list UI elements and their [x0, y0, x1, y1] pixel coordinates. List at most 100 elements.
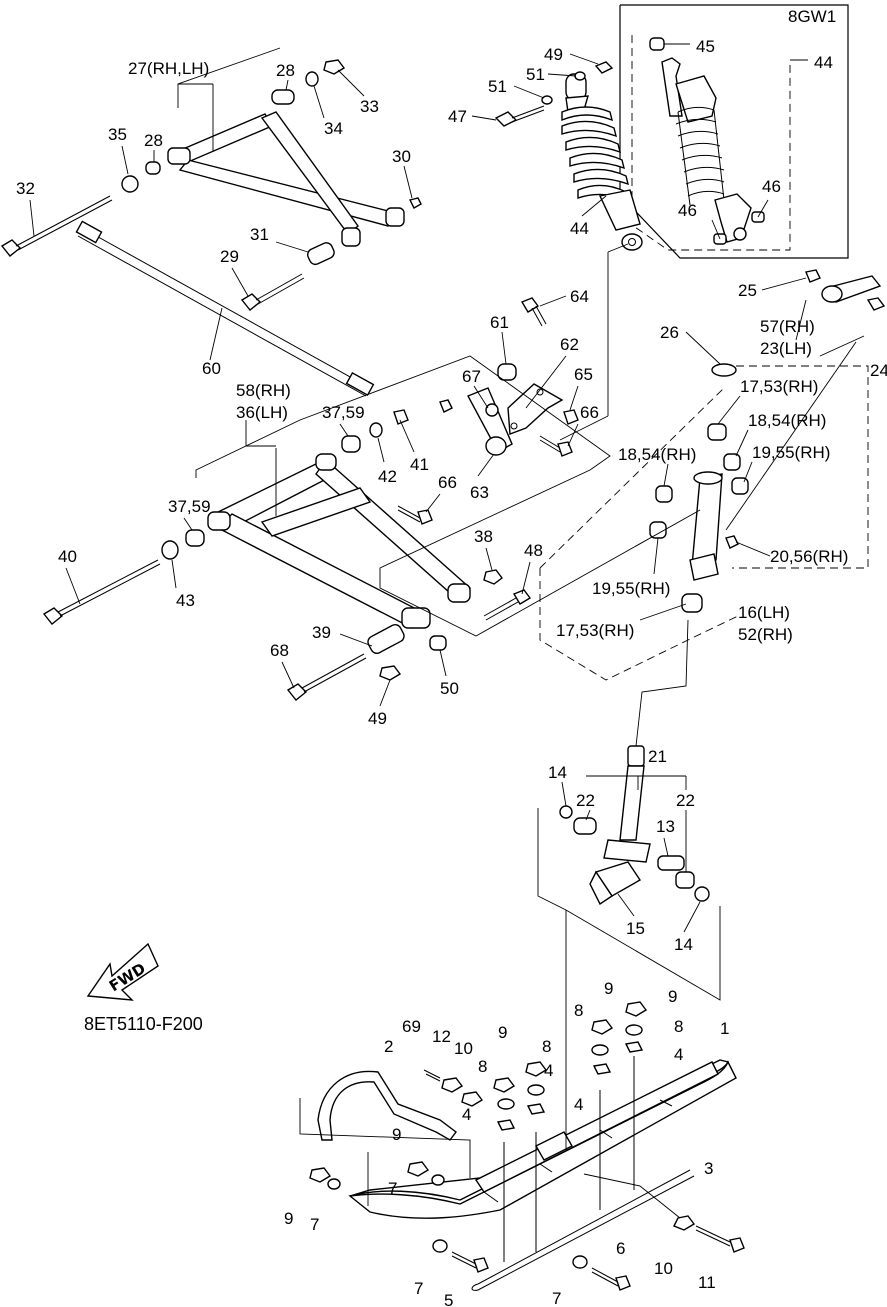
- callout-40: 40: [58, 547, 77, 566]
- callout-45: 45: [696, 37, 715, 56]
- callout-9: 9: [284, 1209, 293, 1228]
- variant-box-8gw1: [619, 4, 849, 259]
- callout-49: 49: [544, 45, 563, 64]
- callout-52: 52(RH): [738, 625, 793, 644]
- spindle: [689, 471, 723, 581]
- callout-51: 51: [488, 77, 507, 96]
- callout-64: 64: [570, 287, 589, 306]
- shaft-60: [75, 220, 375, 397]
- callout-19-55: 19,55(RH): [752, 443, 830, 462]
- callout-4: 4: [574, 1095, 583, 1114]
- callout-42: 42: [378, 467, 397, 486]
- callout-7: 7: [414, 1279, 423, 1298]
- callout-4: 4: [674, 1045, 683, 1064]
- callout-9: 9: [604, 979, 613, 998]
- callout-51: 51: [526, 65, 545, 84]
- callout-37-59: 37,59: [322, 403, 365, 422]
- damper-block-15: [589, 861, 641, 906]
- callout-43: 43: [176, 591, 195, 610]
- callout-17-53: 17,53(RH): [740, 377, 818, 396]
- callout-48: 48: [524, 541, 543, 560]
- callout-68: 68: [270, 641, 289, 660]
- ski: [348, 1059, 737, 1219]
- callout-9: 9: [392, 1125, 401, 1144]
- bolt-11: [695, 1225, 745, 1253]
- figure-code: 8ET5110-F200: [84, 1014, 203, 1034]
- callout-10: 10: [454, 1039, 473, 1058]
- bolt-32: [0, 195, 113, 257]
- callout-17-53: 17,53(RH): [556, 621, 634, 640]
- callout-28: 28: [276, 61, 295, 80]
- callout-5: 5: [444, 1291, 453, 1307]
- callout-39: 39: [312, 623, 331, 642]
- callout-33: 33: [360, 97, 379, 116]
- callout-31: 31: [250, 225, 269, 244]
- callout-44: 44: [814, 53, 833, 72]
- callout-66: 66: [438, 473, 457, 492]
- lower-a-arm: [207, 453, 472, 629]
- forward-arrow-icon: FWD: [86, 942, 159, 1001]
- upper-a-arm: [167, 111, 405, 247]
- callout-44: 44: [570, 219, 589, 238]
- steering-arm: [821, 275, 882, 303]
- shock-bolt-47: [494, 105, 545, 127]
- callout-46: 46: [678, 201, 697, 220]
- callout-8: 8: [542, 1037, 551, 1056]
- callout-9: 9: [668, 987, 677, 1006]
- group-lines: [177, 47, 869, 1219]
- bolt-48: [483, 589, 532, 621]
- callout-21: 21: [648, 747, 667, 766]
- callout-28: 28: [144, 131, 163, 150]
- callout-36: 36(LH): [236, 403, 288, 422]
- bolt-6: [591, 1267, 631, 1291]
- bolt-29: [240, 273, 305, 311]
- callout-11: 11: [698, 1273, 716, 1292]
- callout-29: 29: [220, 247, 239, 266]
- link-rod-63: [467, 387, 513, 456]
- callout-58: 58(RH): [236, 381, 291, 400]
- callout-57: 57(RH): [760, 317, 815, 336]
- callout-7: 7: [552, 1289, 561, 1307]
- callout-8: 8: [674, 1017, 683, 1036]
- callout-65: 65: [574, 365, 593, 384]
- callout-67: 67: [462, 367, 481, 386]
- callout-14: 14: [548, 763, 567, 782]
- bolt-66-upper: [539, 435, 573, 457]
- bolt-68: [286, 653, 367, 701]
- callout-23: 23(LH): [760, 339, 812, 358]
- callout-10: 10: [654, 1259, 673, 1278]
- callout-4: 4: [544, 1061, 553, 1080]
- bolt-66-lower: [397, 505, 433, 525]
- callout-49: 49: [368, 709, 387, 728]
- callout-41: 41: [410, 455, 429, 474]
- callout-38: 38: [474, 527, 493, 546]
- leader-lines: [29, 53, 807, 933]
- callout-16: 16(LH): [738, 603, 790, 622]
- callout-34: 34: [324, 119, 343, 138]
- callout-25: 25: [738, 281, 757, 300]
- callout-27: 27(RH,LH): [128, 59, 209, 78]
- callout-7: 7: [388, 1179, 397, 1198]
- callout-20-56: 20,56(RH): [770, 547, 848, 566]
- callout-30: 30: [392, 147, 411, 166]
- callout-6: 6: [616, 1239, 625, 1258]
- callout-35: 35: [108, 125, 127, 144]
- callout-24: 24: [870, 361, 887, 380]
- callout-18-54: 18,54(RH): [618, 445, 696, 464]
- bolt-64: [520, 297, 547, 327]
- callout-8: 8: [478, 1057, 487, 1076]
- callout-1: 1: [720, 1019, 729, 1038]
- callout-2: 2: [384, 1037, 393, 1056]
- callout-22: 22: [676, 791, 695, 810]
- callout-32: 32: [16, 179, 35, 198]
- callout-63: 63: [470, 483, 489, 502]
- callout-62: 62: [560, 335, 579, 354]
- callout-13: 13: [656, 817, 675, 836]
- shock-spring: [561, 106, 630, 202]
- callout-4: 4: [462, 1105, 471, 1124]
- linkage-plate-62: [507, 383, 564, 435]
- callout-46: 46: [762, 177, 781, 196]
- callout-12: 12: [432, 1027, 451, 1046]
- ski-column-21: [603, 745, 651, 863]
